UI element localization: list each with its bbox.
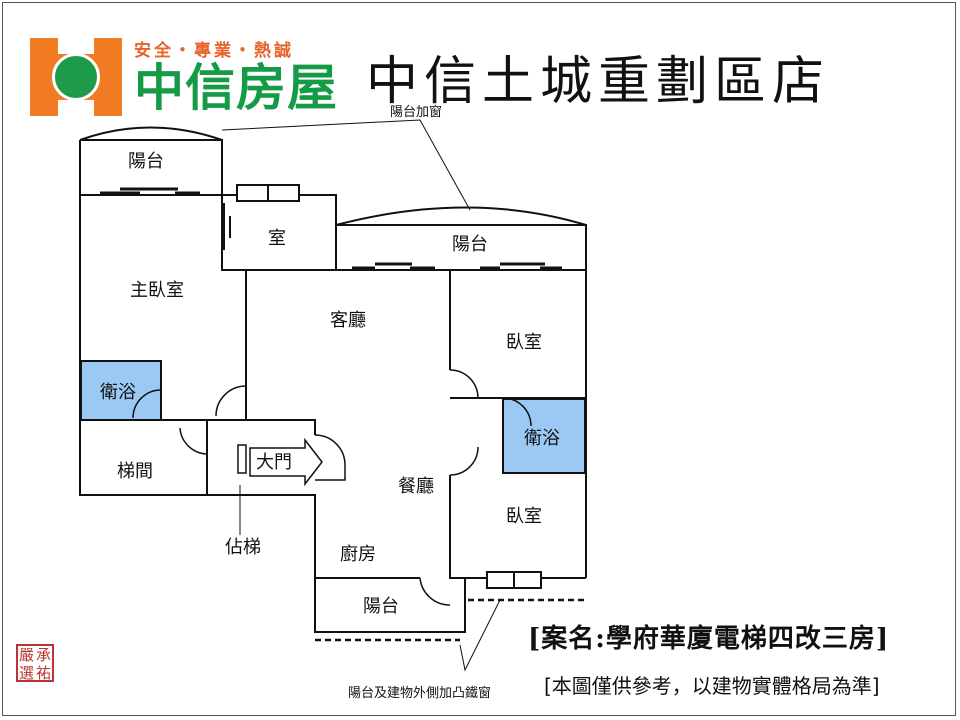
label-elevator: 佔梯 — [225, 537, 261, 558]
store-name: 中信土城重劃區店 — [366, 52, 831, 112]
annotation-iron-window: 陽台及建物外側加凸鐵窗 — [348, 685, 491, 701]
label-bathroom-left: 衛浴 — [100, 382, 136, 403]
slogan: 安全・專業・熱誠 — [134, 41, 294, 61]
label-bedroom-lower: 臥室 — [506, 506, 542, 527]
label-main-door: 大門 — [256, 452, 292, 473]
seal-stamp: 嚴承 選祐 — [16, 644, 54, 682]
globe-icon — [52, 53, 100, 101]
label-balcony-top-left: 陽台 — [128, 151, 164, 172]
case-name: [案名:學府華廈電梯四改三房] — [528, 624, 890, 654]
company-logo — [30, 38, 122, 116]
label-living-room: 客廳 — [330, 310, 366, 331]
label-kitchen: 廚房 — [340, 543, 376, 565]
label-stairwell: 梯間 — [117, 461, 153, 482]
label-master-bedroom: 主臥室 — [130, 280, 184, 301]
annotation-balcony-window: 陽台加窗 — [390, 104, 442, 120]
label-bathroom-right: 衛浴 — [524, 428, 560, 449]
disclaimer-note: [本圖僅供參考，以建物實體格局為準] — [544, 674, 880, 698]
brand-name: 中信房屋 — [134, 59, 338, 117]
label-balcony-top-right: 陽台 — [452, 234, 488, 255]
label-bedroom-upper: 臥室 — [506, 332, 542, 353]
label-balcony-bottom: 陽台 — [363, 596, 399, 617]
label-room-small: 室 — [268, 228, 286, 249]
label-dining-room: 餐廳 — [398, 476, 434, 497]
bathroom-right-fill — [502, 398, 586, 474]
